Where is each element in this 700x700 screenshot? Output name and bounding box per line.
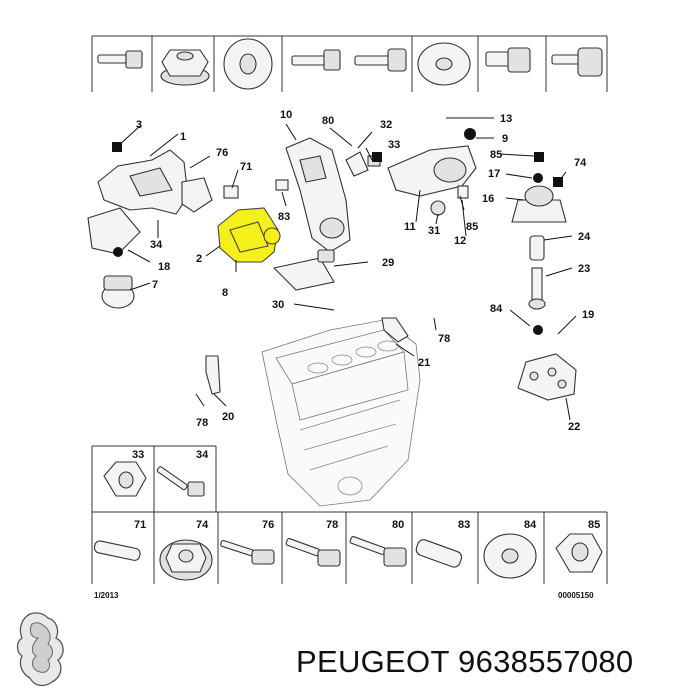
callout-34: 34 [150, 239, 163, 251]
callout-11: 11 [404, 221, 416, 233]
callout-29: 29 [382, 257, 394, 269]
long-bolt-icon [291, 49, 341, 71]
brand-name: PEUGEOT [296, 644, 450, 679]
right-bracket-assembly [387, 128, 477, 216]
callout-1: 1 [180, 131, 186, 143]
reference-markers [112, 129, 475, 257]
callout-78-b: 78 [196, 417, 208, 429]
callout-8: 8 [222, 287, 228, 299]
grid-label-85: 85 [588, 519, 600, 531]
nut-icon-85 [555, 533, 603, 573]
callout-30: 30 [272, 299, 284, 311]
callout-21: 21 [418, 357, 430, 369]
callout-17: 17 [488, 168, 500, 180]
grid-label-34: 34 [196, 449, 209, 461]
callout-13: 13 [500, 113, 512, 125]
callout-74: 74 [574, 157, 587, 169]
callout-16: 16 [482, 193, 494, 205]
grid-label-33: 33 [132, 449, 144, 461]
callout-84: 84 [490, 303, 503, 315]
engine-block-illustration [205, 317, 421, 507]
hex-bolt-icon [354, 48, 407, 72]
callout-22: 22 [568, 421, 580, 433]
top-fastener-strip [91, 35, 608, 92]
stud-icon [485, 47, 531, 73]
callout-85-b: 85 [466, 221, 478, 233]
grid-label-83: 83 [458, 519, 470, 531]
bolt-icon-78 [285, 538, 341, 567]
callout-80: 80 [322, 115, 334, 127]
callout-83: 83 [278, 211, 290, 223]
callout-71: 71 [240, 161, 252, 173]
bolt-icon-80 [349, 536, 407, 567]
callout-7: 7 [152, 279, 158, 291]
grid-label-76: 76 [262, 519, 274, 531]
callout-10: 10 [280, 109, 292, 121]
callout-85-a: 85 [490, 149, 502, 161]
callout-76: 76 [216, 147, 228, 159]
callout-19: 19 [582, 309, 594, 321]
callout-32: 32 [380, 119, 392, 131]
callout-23: 23 [578, 263, 590, 275]
bottom-fastener-grid: 33 34 71 74 76 78 80 83 84 85 [91, 445, 608, 600]
pin-icon [93, 540, 141, 561]
grid-label-78: 78 [326, 519, 338, 531]
peugeot-lion-logo-icon [16, 612, 64, 687]
grid-label-71: 71 [134, 519, 146, 531]
right-mount-stack [511, 152, 577, 401]
callout-labels: 1 2 3 7 8 9 10 11 12 13 16 17 18 19 20 2… [136, 109, 594, 433]
leader-lines [117, 117, 577, 421]
left-mount-assembly [87, 149, 239, 309]
washer-icon-84 [483, 533, 537, 579]
callout-3: 3 [136, 119, 142, 131]
washer-icon [223, 38, 273, 90]
grid-label-74: 74 [196, 519, 209, 531]
part-number: 9638557080 [458, 644, 634, 679]
callout-2: 2 [196, 253, 202, 265]
bolt-icon-76 [220, 539, 275, 565]
oval-washer-icon [417, 42, 471, 86]
footer-left: 1/2013 [94, 591, 119, 600]
highlighted-engine-mount-part-8 [217, 207, 281, 263]
spacer-icon [415, 539, 463, 568]
grid-label-80: 80 [392, 519, 404, 531]
center-bracket-assembly [272, 137, 381, 291]
footer-right: 00005150 [558, 591, 594, 600]
screw-icon [156, 466, 205, 497]
part-caption: PEUGEOT 9638557080 [296, 644, 633, 680]
flange-nut-icon-2 [159, 539, 213, 581]
grid-label-84: 84 [524, 519, 537, 531]
flange-nut-icon [160, 49, 210, 86]
nut-icon [103, 461, 147, 497]
callout-24: 24 [578, 231, 591, 243]
callout-78-a: 78 [438, 333, 450, 345]
callout-20: 20 [222, 411, 234, 423]
callout-12: 12 [454, 235, 466, 247]
callout-33: 33 [388, 139, 400, 151]
flange-bolt-icon [551, 47, 603, 77]
callout-9: 9 [502, 133, 508, 145]
callout-31: 31 [428, 225, 440, 237]
bolt-icon [97, 50, 143, 69]
callout-18: 18 [158, 261, 170, 273]
